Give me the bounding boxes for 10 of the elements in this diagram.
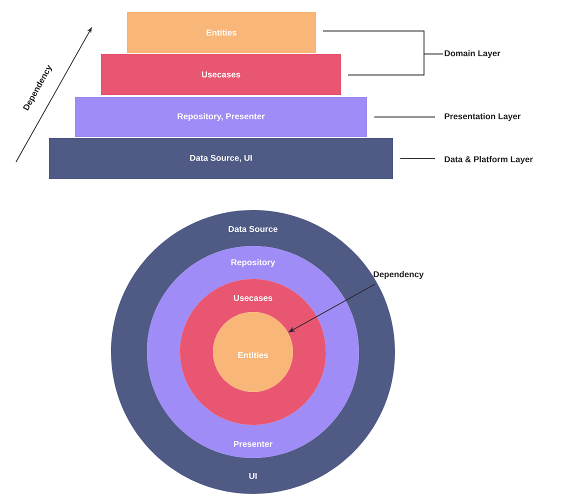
layer-box: Entities — [127, 12, 316, 53]
leader-line — [374, 116, 436, 118]
layer-label: Presentation Layer — [444, 113, 521, 121]
bracket-line — [348, 54, 444, 76]
layer-label: Data & Platform Layer — [444, 156, 533, 164]
layer-label: Domain Layer — [444, 50, 500, 58]
layer-box: Data Source, UI — [49, 138, 393, 179]
layer-box: Repository, Presenter — [75, 97, 367, 137]
layer-box: Usecases — [101, 54, 341, 95]
leader-line — [400, 158, 436, 159]
